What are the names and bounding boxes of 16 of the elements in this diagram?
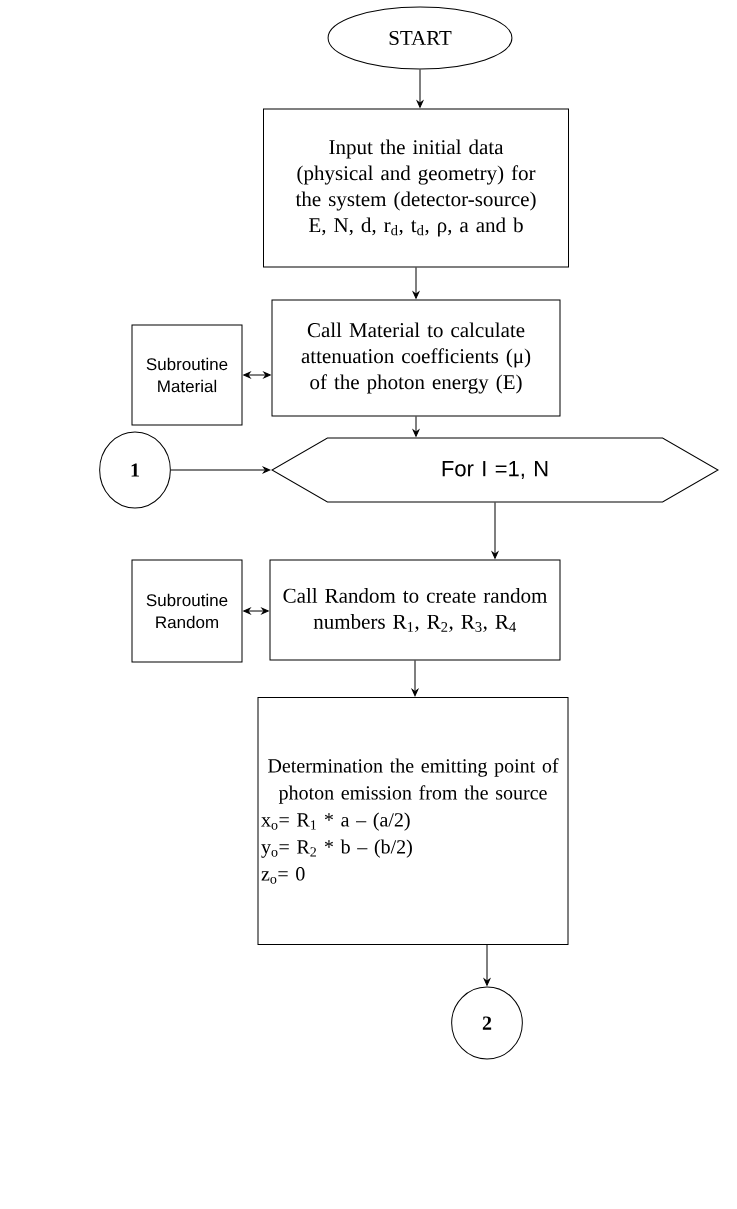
process-box: Call Material to calculate attenuation coefficients (μ) of the photon energy (E)	[271, 299, 561, 417]
arrow	[243, 371, 271, 379]
process-box: Determination the emitting point of photon emission from the source x$_{o}$= R$_{1}$ * a – (a/2) y$_{o}$= R$_{2}$ * b – (b/2) z$_{o}$= 0	[257, 697, 569, 945]
subroutine-box: Subroutine Material	[131, 324, 243, 426]
process-box: Call Random to create random numbers R$_{1}$, R$_{2}$, R$_{3}$, R$_{4}$	[269, 559, 561, 661]
arrow	[411, 660, 419, 697]
arrow	[170, 466, 271, 474]
arrow	[491, 502, 499, 559]
subroutine-box: Subroutine Random	[131, 559, 243, 663]
arrow	[412, 267, 420, 299]
process-box: Input the initial data (physical and geometry) for the system (detector-source) E, N, d, r$_{d}$, t$_{d}$, ρ, a and b	[263, 108, 569, 268]
arrow	[416, 69, 424, 108]
arrow	[483, 944, 491, 986]
loop-hexagon: For I =1, N	[271, 437, 719, 503]
arrow	[243, 607, 269, 615]
arrow	[412, 416, 420, 437]
